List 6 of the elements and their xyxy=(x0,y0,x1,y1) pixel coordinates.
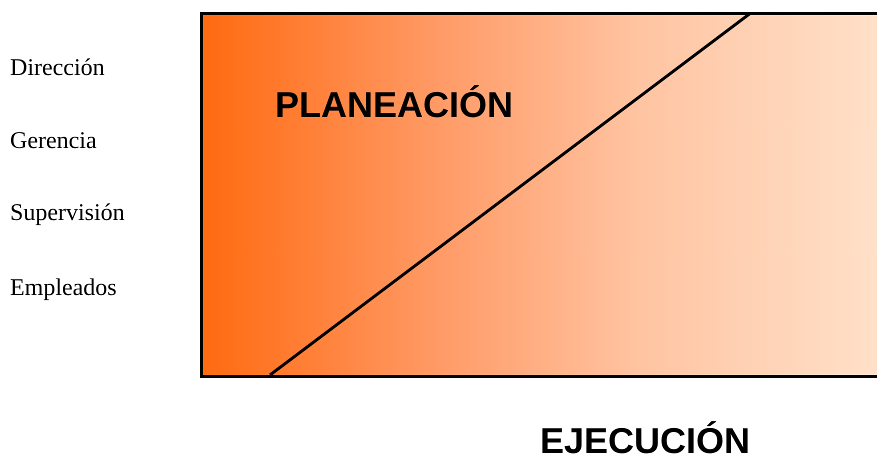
section-title: PLANEACIÓN xyxy=(275,84,514,126)
level-label: Supervisión xyxy=(10,200,125,227)
section-title: EJECUCIÓN xyxy=(540,420,750,462)
level-label: Empleados xyxy=(10,275,117,302)
level-label: Dirección xyxy=(10,55,105,82)
level-label: Gerencia xyxy=(10,128,97,155)
